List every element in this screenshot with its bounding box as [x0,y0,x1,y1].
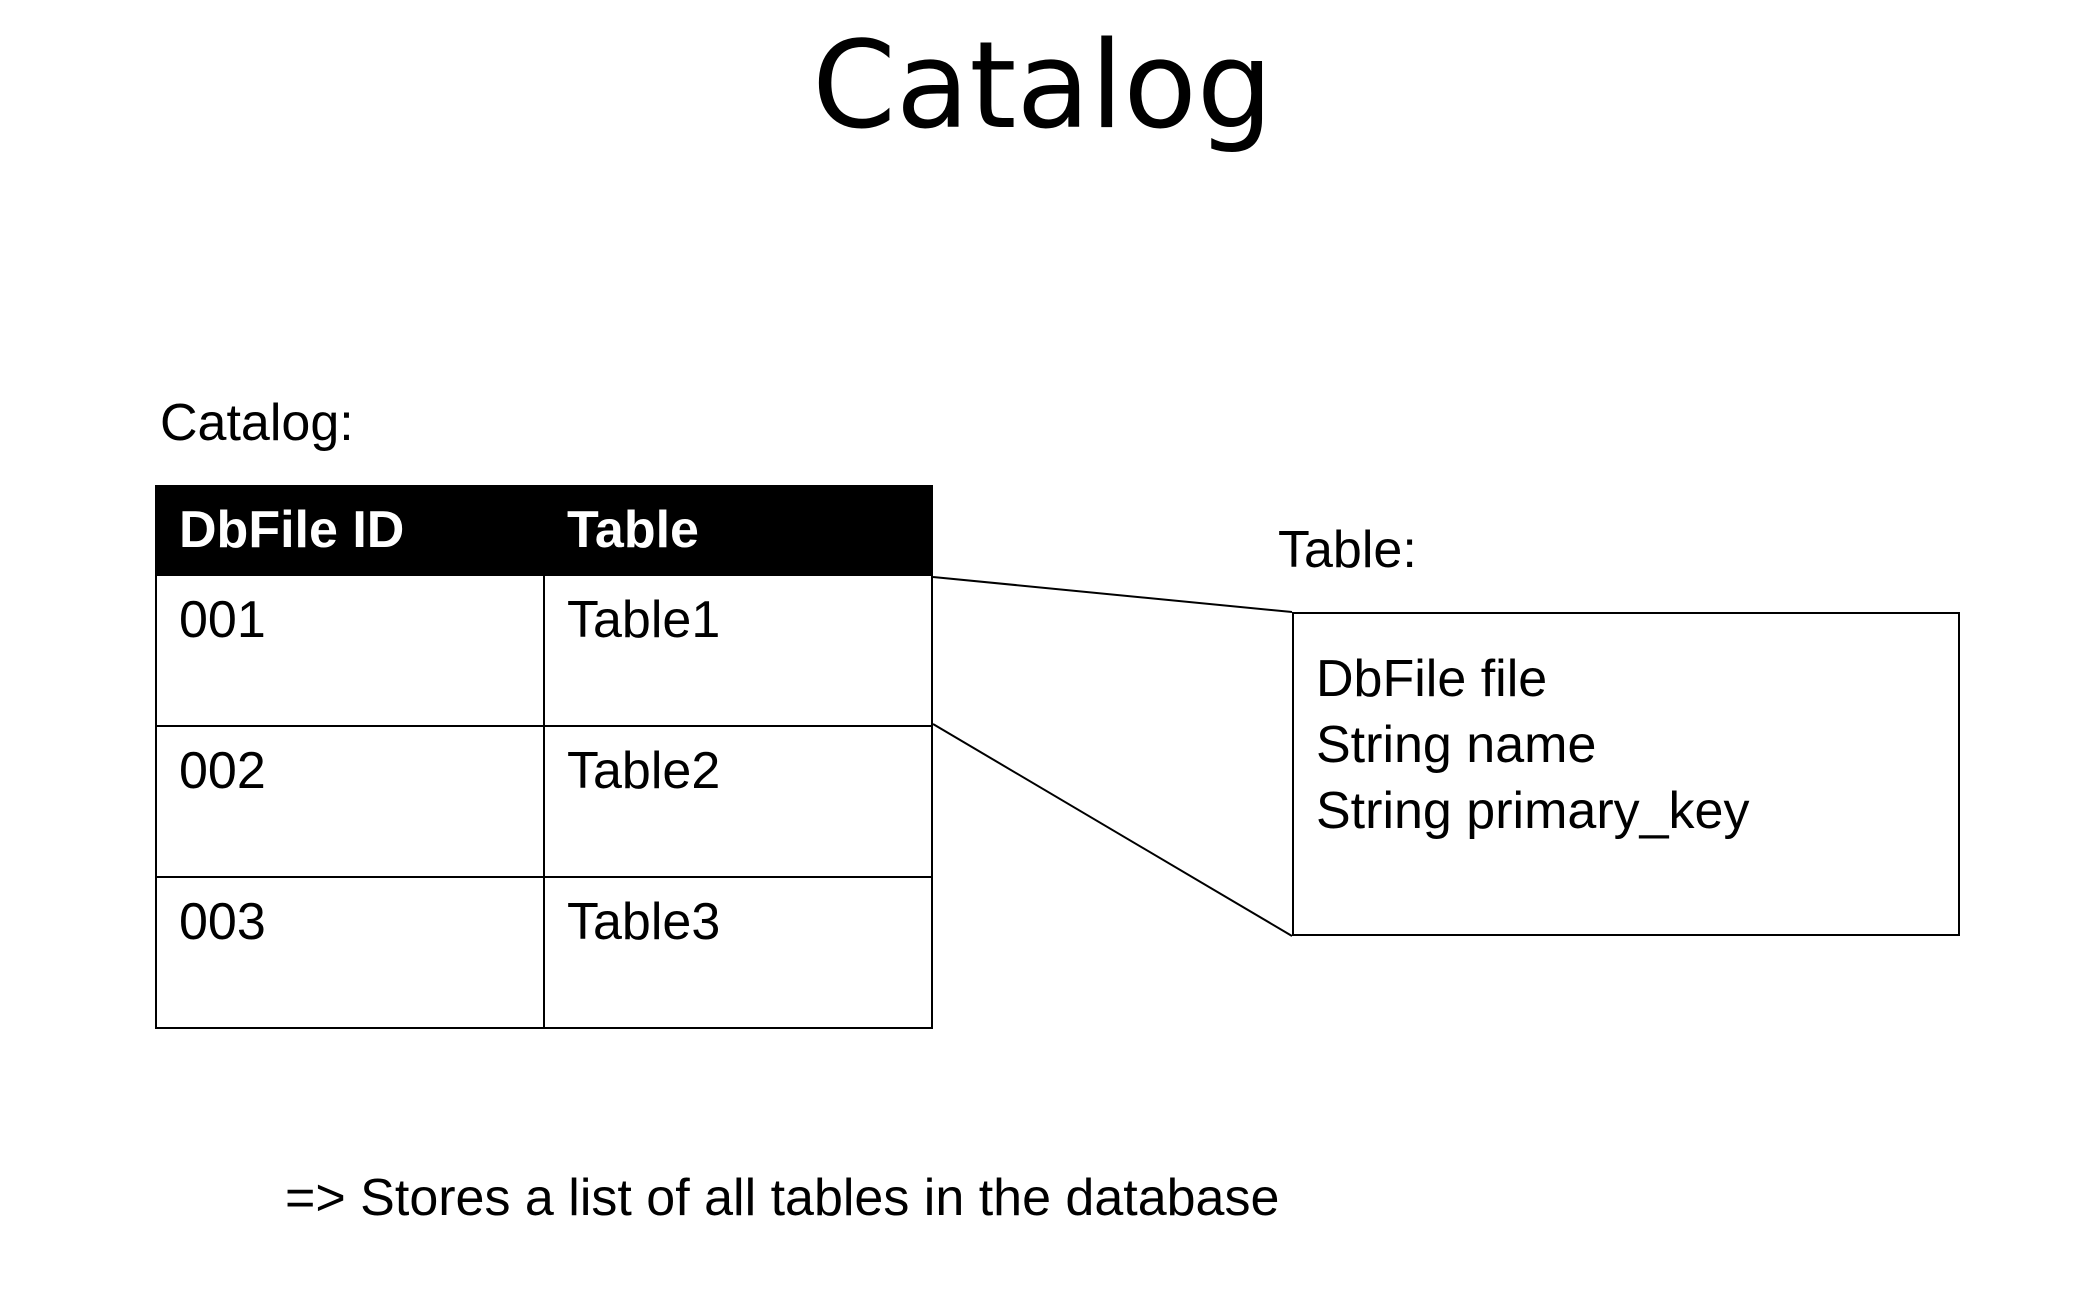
table-name-cell: Table3 [543,876,933,1029]
column-header-dbfile-id: DbFile ID [155,485,545,576]
connector-line-top [932,576,1293,613]
table-name-cell: Table2 [543,725,933,878]
struct-field: String name [1316,716,1597,774]
table-row: 003 Table3 [155,876,933,1029]
connector-line-bottom [932,723,1293,937]
dbfile-id-cell: 001 [155,574,545,727]
table-struct-box: DbFile file String name String primary_k… [1292,612,1960,936]
column-header-table: Table [543,485,933,576]
struct-field: String primary_key [1316,782,1750,840]
table-name-cell: Table1 [543,574,933,727]
slide-title: Catalog [812,17,1273,156]
dbfile-id-cell: 002 [155,725,545,878]
struct-field: DbFile file [1316,650,1548,708]
catalog-header-row: DbFile ID Table [155,485,933,576]
table-row: 001 Table1 [155,574,933,727]
catalog-table: DbFile ID Table 001 Table1 002 Table2 00… [155,485,933,1029]
footnote: => Stores a list of all tables in the da… [285,1169,1280,1227]
table-struct-label: Table: [1278,521,1417,579]
table-row: 002 Table2 [155,725,933,878]
catalog-label: Catalog: [160,394,354,452]
dbfile-id-cell: 003 [155,876,545,1029]
